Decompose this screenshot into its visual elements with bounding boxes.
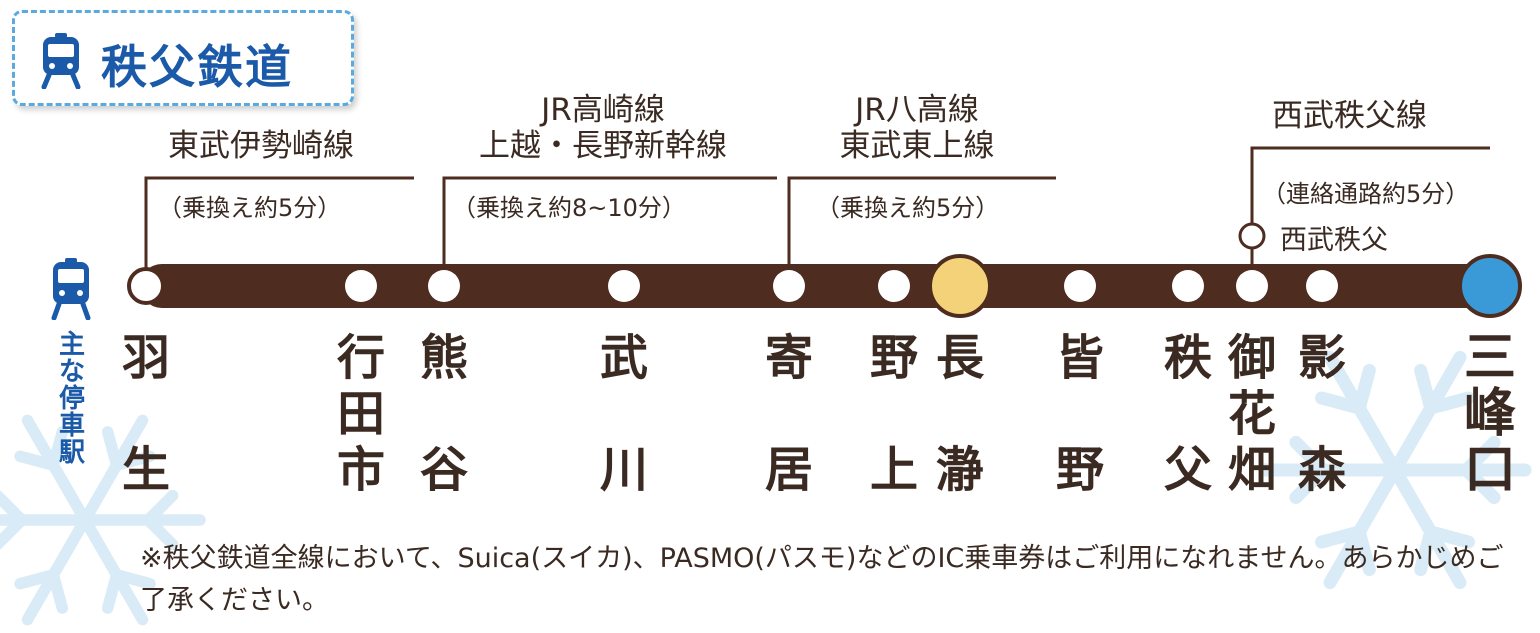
- connect-station-label: 西武秩父: [1280, 225, 1388, 256]
- transfer-note-hanyu: （乗換え約5分）: [158, 194, 342, 222]
- station-marker-mitsumineguchi: [1458, 254, 1522, 318]
- station-name-gyoda-shi: 行田市: [336, 330, 385, 498]
- transfer-lines-ohanabatake: 西武秩父線: [1272, 98, 1427, 134]
- station-name-yorii: 寄居: [764, 330, 813, 498]
- station-marker-hanyu: [127, 267, 165, 305]
- transfer-note-kumagaya: （乗換え約8~10分）: [452, 194, 686, 222]
- transfer-lines-yorii: JR八高線 東武東上線: [812, 92, 1022, 164]
- transfer-note-ohanabatake: （連絡通路約5分）: [1262, 180, 1470, 208]
- station-name-nagatoro: 長瀞: [935, 330, 984, 498]
- transfer-line-name: 東武伊勢崎線: [168, 128, 354, 164]
- station-marker-ohanabatake: [1236, 270, 1268, 302]
- legend-label: 主な停車駅: [58, 330, 85, 468]
- track-bar: [140, 264, 1492, 308]
- train-icon: [51, 258, 91, 320]
- station-name-ohanabatake: 御花畑: [1227, 330, 1276, 498]
- connector-hanyu: [144, 176, 414, 286]
- station-marker-chichibu: [1172, 270, 1204, 302]
- station-name-chichibu: 秩父: [1163, 330, 1212, 498]
- track-line: [140, 264, 1492, 308]
- transfer-connectors: [144, 146, 1490, 286]
- connector-kumagaya: [442, 176, 777, 286]
- station-markers: [127, 254, 1522, 318]
- transfer-line-name: 西武秩父線: [1272, 98, 1427, 134]
- station-name-minano: 皆野: [1055, 330, 1104, 498]
- snowflake-icon: [0, 350, 1532, 626]
- page-title: 秩父鉄道: [101, 40, 293, 94]
- station-marker-yorii: [773, 270, 805, 302]
- transfer-line-name: 東武東上線: [839, 128, 995, 164]
- transfer-line-name: JR八高線: [855, 92, 979, 128]
- station-name-hanyu: 羽生: [121, 330, 170, 498]
- station-name-kumagaya: 熊谷: [419, 330, 468, 498]
- station-marker-bukawa: [608, 270, 640, 302]
- connector-yorii: [787, 176, 1056, 286]
- connect-station-marker: [1238, 222, 1266, 250]
- transfer-line-name: JR高崎線: [541, 92, 665, 128]
- transfer-note-yorii: （乗換え約5分）: [816, 194, 1000, 222]
- station-marker-kagemori: [1306, 270, 1338, 302]
- station-marker-nagatoro: [928, 254, 992, 318]
- station-name-mitsumineguchi: 三峰口: [1463, 328, 1516, 500]
- station-marker-kumagaya: [428, 270, 460, 302]
- station-marker-minano: [1064, 270, 1096, 302]
- snowflake-icon: [0, 414, 206, 626]
- train-icon: [41, 33, 81, 89]
- footnote: ※秩父鉄道全線において、Suica(スイカ)、PASMO(パスモ)などのIC乗車…: [140, 543, 1504, 616]
- transfer-line-name: 上越・長野新幹線: [479, 128, 727, 164]
- station-marker-gyoda-shi: [345, 270, 377, 302]
- snowflake-icon: [1258, 350, 1532, 590]
- station-name-bukawa: 武川: [599, 330, 648, 498]
- station-marker-nogami: [878, 270, 910, 302]
- station-name-nogami: 野上: [869, 330, 918, 498]
- transfer-lines-hanyu: 東武伊勢崎線: [168, 128, 354, 164]
- transfer-lines-kumagaya: JR高崎線 上越・長野新幹線: [458, 92, 748, 164]
- station-name-kagemori: 影森: [1297, 330, 1346, 498]
- title-badge: 秩父鉄道: [12, 10, 354, 106]
